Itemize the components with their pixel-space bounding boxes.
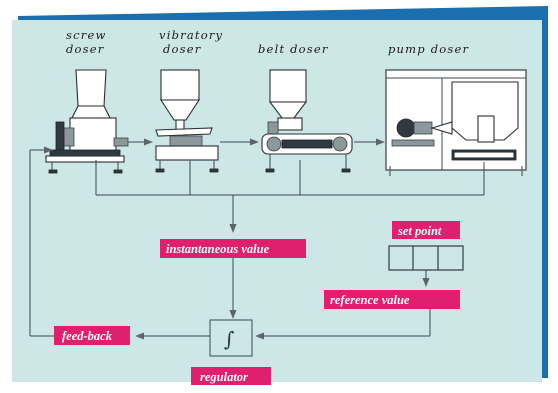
instantaneous-value-text: instantaneous value — [166, 242, 270, 256]
reference-value-label: reference value — [324, 290, 460, 309]
pump-doser-illustration — [385, 69, 527, 176]
caption-vibratory-doser-line1: vibratory — [159, 28, 223, 42]
regulator-text: regulator — [200, 370, 248, 384]
set-point-text: set point — [397, 224, 442, 238]
caption-screw-doser-line2: doser — [66, 42, 105, 56]
integral-icon: ∫ — [224, 327, 234, 351]
caption-vibratory-doser-line2: doser — [163, 42, 202, 56]
feedback-path: feed-back — [29, 146, 210, 345]
doser-captions: screw doser vibratory doser belt doser p… — [66, 28, 469, 56]
caption-screw-doser-line1: screw — [66, 28, 107, 42]
regulator-label: regulator — [191, 367, 271, 385]
regulator-block: ∫ — [209, 319, 253, 357]
screw-doser-illustration — [45, 69, 129, 174]
three-digit-display-icon — [388, 245, 464, 287]
vibratory-doser-illustration — [155, 69, 219, 173]
caption-pump-doser: pump doser — [388, 42, 469, 56]
instantaneous-value-label: instantaneous value — [160, 239, 306, 258]
reference-value-text: reference value — [330, 293, 410, 307]
feed-back-text: feed-back — [62, 329, 113, 343]
set-point-label: set point — [392, 221, 460, 239]
measurement-bus — [95, 160, 485, 319]
caption-belt-doser: belt doser — [258, 42, 329, 56]
belt-doser-illustration — [261, 69, 353, 173]
